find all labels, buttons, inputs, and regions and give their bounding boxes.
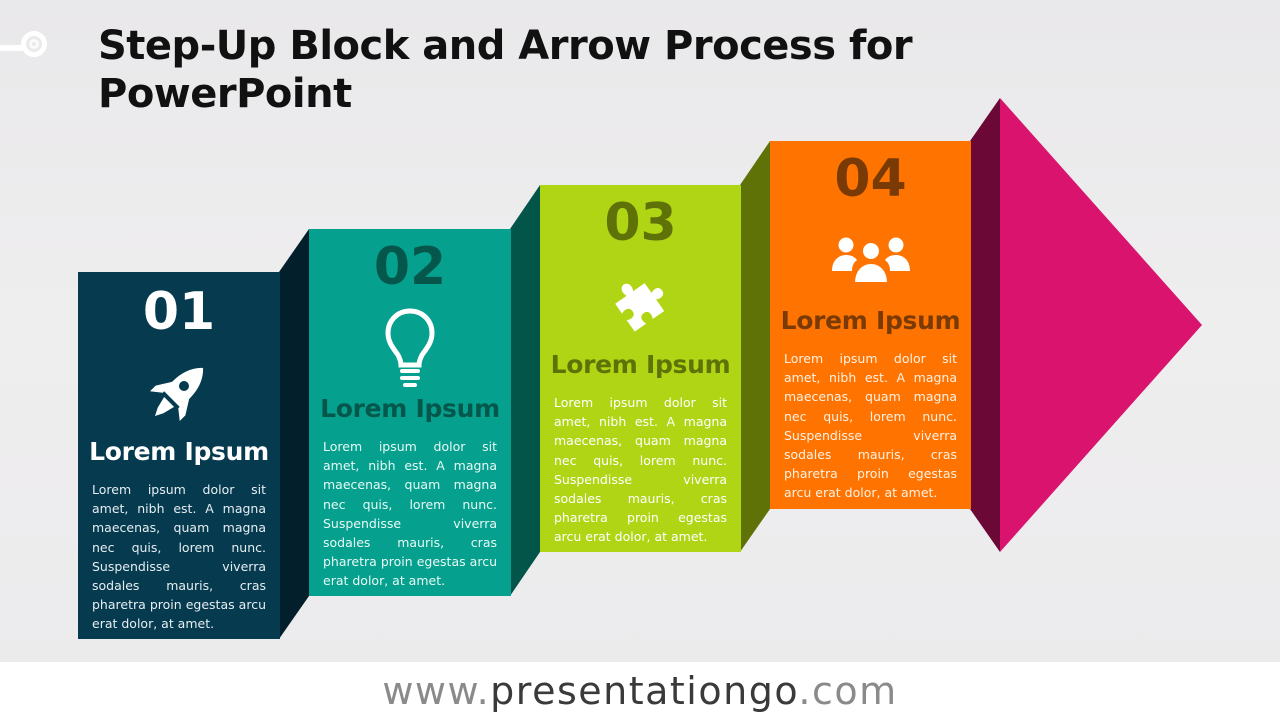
step-2-side-face (510, 185, 540, 596)
step-1-number: 01 (142, 282, 216, 342)
step-4-text: Lorem ipsum dolor sit amet, nibh est. A … (784, 351, 957, 501)
step-1-block: 01 Lorem Ipsum Lorem ipsum dolor sit ame… (78, 272, 280, 639)
group-people-icon (831, 231, 911, 289)
step-1-text: Lorem ipsum dolor sit amet, nibh est. A … (92, 482, 266, 632)
step-4-side-face (970, 98, 1000, 552)
step-3-number: 03 (604, 193, 677, 253)
rocket-icon (141, 354, 217, 434)
process-arrow-head (1000, 98, 1202, 552)
decor-line (0, 45, 24, 51)
footer-website[interactable]: www.presentationgo.com (0, 662, 1280, 720)
step-1-heading: Lorem Ipsum (89, 437, 269, 466)
step-2-text: Lorem ipsum dolor sit amet, nibh est. A … (323, 439, 497, 589)
step-3-heading: Lorem Ipsum (550, 350, 731, 379)
step-3-block: 03 Lorem Ipsum Lorem ipsum dolor sit ame… (540, 185, 741, 552)
footer-prefix: www. (382, 669, 491, 713)
decor-ring-icon (21, 31, 47, 57)
step-4-block: 04 Lorem Ipsum Lorem ipsum dolor sit ame… (770, 141, 971, 509)
step-4-number: 04 (834, 149, 907, 209)
puzzle-piece-icon (604, 267, 678, 345)
slide-title: Step-Up Block and Arrow Process for Powe… (98, 23, 913, 117)
footer-brand: presentationgo (490, 669, 799, 713)
step-2-number: 02 (373, 237, 447, 297)
lightbulb-icon (383, 307, 437, 393)
step-4-heading: Lorem Ipsum (780, 306, 961, 335)
step-3-text: Lorem ipsum dolor sit amet, nibh est. A … (554, 395, 727, 545)
footer-suffix: .com (798, 669, 898, 713)
step-2-heading: Lorem Ipsum (320, 394, 500, 423)
step-3-side-face (740, 141, 770, 552)
step-2-block: 02 Lorem Ipsum Lorem ipsum dolor sit ame… (309, 229, 511, 596)
step-1-side-face (279, 229, 309, 639)
